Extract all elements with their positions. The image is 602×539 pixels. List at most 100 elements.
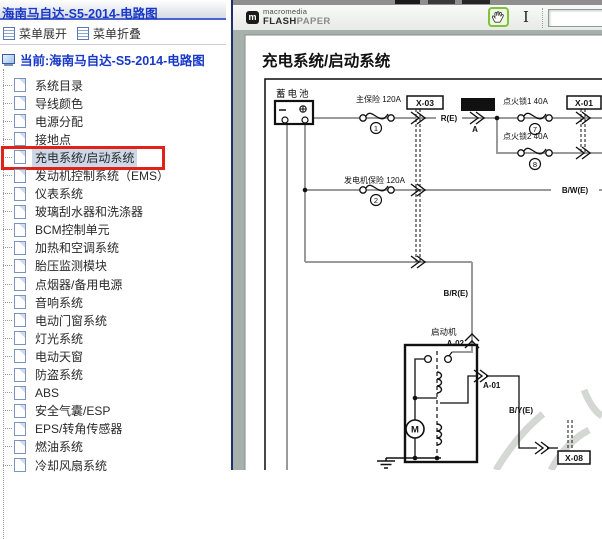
flashpaper-toolbar: m macromedia FLASHPAPER I: [233, 5, 602, 31]
tree-item-label: 导线颜色: [35, 96, 84, 111]
tree-item[interactable]: 电源分配: [0, 112, 232, 130]
tree-item[interactable]: 音响系统: [0, 293, 232, 311]
svg-text:X-01: X-01: [575, 98, 593, 108]
svg-text:X-03: X-03: [416, 98, 434, 108]
text-select-tool-button[interactable]: I: [523, 8, 529, 26]
flashpaper-brand: m macromedia FLASHPAPER: [246, 8, 331, 26]
tree-item-label: 系统目录: [35, 78, 84, 93]
svg-text:8: 8: [533, 160, 537, 169]
tree-connector: [3, 464, 12, 466]
computer-icon: [2, 53, 15, 66]
wire-label-a: A: [472, 125, 478, 134]
tree-connector: [3, 392, 12, 394]
tree-item[interactable]: ABS: [0, 384, 232, 402]
tree-item[interactable]: 灯光系统: [0, 329, 232, 347]
svg-text:点火锁1 40A: 点火锁1 40A: [503, 96, 549, 106]
tree-item-label: 充电系统/启动系统: [32, 147, 138, 167]
tree-item[interactable]: 胎压监测模块: [0, 257, 232, 275]
tree-item[interactable]: 导线颜色: [0, 94, 232, 112]
tree-item-label: 加热和空调系统: [35, 241, 120, 256]
tree-connector: [3, 428, 12, 430]
battery-label: 蓄电池: [276, 88, 311, 100]
page-icon: [14, 114, 26, 129]
tree-item[interactable]: 燃油系统: [0, 438, 232, 456]
tree-item-label: 发动机控制系统（EMS）: [35, 169, 170, 184]
svg-text:点火锁2 40A: 点火锁2 40A: [503, 131, 549, 141]
tree-item[interactable]: 防盗系统: [0, 366, 232, 384]
tree-item[interactable]: 玻璃刮水器和洗涤器: [0, 203, 232, 221]
menu-collapse-icon: [77, 27, 90, 40]
battery-symbol: 蓄电池: [273, 88, 315, 126]
page-icon: [14, 349, 26, 364]
page-icon: [14, 439, 26, 454]
starter-box: [403, 343, 479, 464]
svg-text:发电机保险 120A: 发电机保险 120A: [344, 175, 406, 185]
tree-item-label: 灯光系统: [35, 331, 84, 346]
tree-item[interactable]: 冷却风扇系统: [0, 456, 232, 474]
tree-root[interactable]: 当前:海南马自达-S5-2014-电路图: [2, 51, 205, 68]
page-icon: [14, 313, 26, 328]
brand-flash: FLASH: [263, 15, 297, 27]
tree-item[interactable]: 充电系统/启动系统: [0, 146, 232, 171]
tree-item-label: 电动门窗系统: [35, 313, 108, 328]
tree-item-label: 防盗系统: [35, 368, 84, 383]
tree-connector: [3, 301, 12, 303]
page-icon: [14, 96, 26, 111]
tree-connector: [3, 410, 12, 412]
tree-connector: [3, 229, 12, 231]
brand-paper: PAPER: [296, 15, 331, 27]
page-icon: [14, 204, 26, 219]
search-input[interactable]: [548, 9, 602, 27]
tree-item[interactable]: 接地点: [0, 130, 232, 148]
tree-item-label: 电源分配: [35, 114, 84, 129]
tree-connector: [3, 337, 12, 339]
system-tree: 系统目录 导线颜色 电源分配 接地点 充电系统/启动系统 发动机控制系统（EMS…: [0, 68, 232, 539]
menu-expand-label: 菜单展开: [19, 27, 68, 41]
page-icon: [14, 222, 26, 237]
tree-connector: [3, 175, 12, 177]
tree-item[interactable]: 发动机控制系统（EMS）: [0, 166, 232, 184]
menu-collapse-button[interactable]: 菜单折叠: [77, 25, 141, 42]
page-icon: [14, 403, 26, 418]
page-icon: [14, 331, 26, 346]
relay-contact: [423, 354, 433, 364]
hand-icon: [491, 10, 504, 23]
menu-expand-icon: [3, 27, 15, 40]
pane-divider: [231, 0, 233, 470]
tree-item[interactable]: 加热和空调系统: [0, 239, 232, 257]
sidebar-title: 海南马自达-S5-2014-电路图: [0, 0, 226, 21]
tree-item-label: 音响系统: [35, 295, 84, 310]
flashpaper-document[interactable]: 充电系统/启动系统 蓄电池 主保险 120A: [233, 31, 602, 470]
tree-item[interactable]: EPS/转角传感器: [0, 420, 232, 438]
tree-item[interactable]: 仪表系统: [0, 185, 232, 203]
tree-item[interactable]: 安全气囊/ESP: [0, 402, 232, 420]
tree-item[interactable]: 电动天窗: [0, 347, 232, 365]
toolbar-separator: [542, 8, 543, 28]
page-icon: [14, 385, 26, 400]
tree-connector: [3, 265, 12, 267]
tree-connector: [3, 84, 12, 86]
tree-item-label: BCM控制单元: [35, 223, 110, 238]
page-icon: [14, 150, 26, 165]
page-icon: [14, 258, 26, 273]
svg-text:X-08: X-08: [565, 453, 583, 463]
menu-expand-button[interactable]: 菜单展开: [3, 25, 67, 42]
tree-connector: [3, 355, 12, 357]
connector-fb01: FB-01 A: [461, 98, 495, 134]
hand-tool-button[interactable]: [488, 7, 509, 27]
fuse-ign2: 点火锁2 40A 8: [503, 131, 553, 171]
brand-macromedia: macromedia: [263, 7, 308, 16]
page-icon: [14, 186, 26, 201]
tree-item[interactable]: 系统目录: [0, 76, 232, 94]
tree-item[interactable]: 电动门窗系统: [0, 311, 232, 329]
fuse-main-label: 主保险 120A: [356, 94, 402, 104]
page-icon: [14, 132, 26, 147]
tree-connector: [3, 193, 12, 195]
tree-connector: [3, 102, 12, 104]
fuse-ign1: 点火锁1 40A 7: [503, 96, 553, 136]
wire-label-bre: B/R(E): [444, 289, 469, 298]
tree-item[interactable]: BCM控制单元: [0, 221, 232, 239]
relay-contact: [443, 354, 453, 364]
ground-symbol: [377, 458, 395, 469]
tree-item[interactable]: 点烟器/备用电源: [0, 275, 232, 293]
